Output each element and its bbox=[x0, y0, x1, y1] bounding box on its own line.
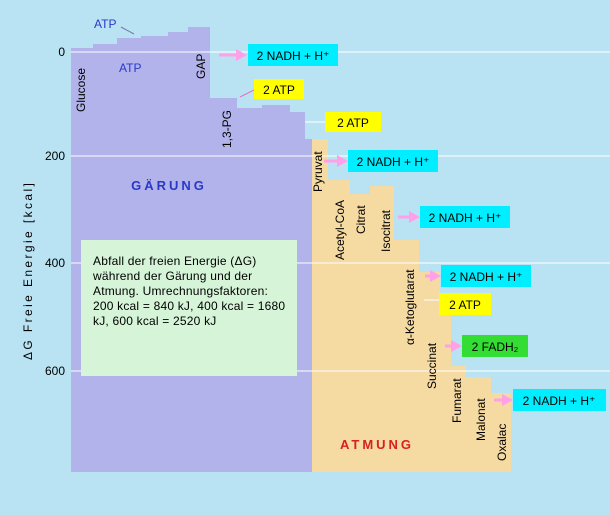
axis-label: ΔG Freie Energie [kcal] bbox=[21, 181, 35, 360]
arrow-9 bbox=[494, 394, 513, 406]
product-atp-1: 2 ATP bbox=[254, 79, 304, 99]
label-citrat: Citrat bbox=[354, 205, 368, 234]
arrow-4 bbox=[324, 155, 348, 167]
svg-text:2 NADH + H⁺: 2 NADH + H⁺ bbox=[450, 270, 523, 284]
arrow-5 bbox=[398, 211, 420, 223]
label-ketoglutarat: α-Ketoglutarat bbox=[403, 269, 417, 345]
svg-text:2 NADH + H⁺: 2 NADH + H⁺ bbox=[523, 394, 596, 408]
product-nadh-3: 2 NADH + H⁺ bbox=[420, 206, 510, 228]
tick-label-400: 400 bbox=[45, 256, 65, 270]
arrow-8 bbox=[445, 340, 462, 352]
label-acetyl-coa: Acetyl-CoA bbox=[333, 200, 347, 260]
label-pyruvat: Pyruvat bbox=[311, 151, 325, 192]
tick-label-600: 600 bbox=[45, 364, 65, 378]
product-fadh: 2 FADH₂ bbox=[462, 335, 528, 357]
label-fumarat: Fumarat bbox=[450, 378, 464, 423]
svg-text:2 NADH + H⁺: 2 NADH + H⁺ bbox=[357, 155, 430, 169]
label-isocitrat: Isocitrat bbox=[379, 209, 393, 252]
label-pg: 1,3-PG bbox=[220, 110, 234, 148]
product-nadh-2: 2 NADH + H⁺ bbox=[348, 150, 438, 172]
product-nadh-1: 2 NADH + H⁺ bbox=[248, 44, 338, 66]
arrow-6 bbox=[425, 270, 441, 282]
tick-label-200: 200 bbox=[45, 149, 65, 163]
respiration-region bbox=[312, 139, 511, 472]
atp-label-mid: ATP bbox=[119, 61, 141, 75]
label-oxalac: Oxalac bbox=[495, 424, 509, 461]
respiration-title: ATMUNG bbox=[340, 437, 414, 452]
product-nadh-4: 2 NADH + H⁺ bbox=[441, 265, 531, 287]
fermentation-title: GÄRUNG bbox=[131, 178, 207, 193]
atp-label-left: ATP bbox=[94, 17, 116, 31]
arrow-1 bbox=[219, 49, 247, 61]
label-succinat: Succinat bbox=[425, 342, 439, 389]
svg-text:2 NADH + H⁺: 2 NADH + H⁺ bbox=[257, 49, 330, 63]
svg-text:2 ATP: 2 ATP bbox=[337, 116, 369, 130]
svg-text:2 ATP: 2 ATP bbox=[263, 83, 295, 97]
pointer-atp-1 bbox=[239, 89, 255, 98]
label-gap: GAP bbox=[194, 54, 208, 79]
caption-box: Abfall der freien Energie (ΔG) während d… bbox=[81, 240, 297, 376]
label-malonat: Malonat bbox=[474, 398, 488, 441]
svg-text:2 FADH₂: 2 FADH₂ bbox=[472, 340, 519, 354]
svg-text:2 NADH + H⁺: 2 NADH + H⁺ bbox=[429, 211, 502, 225]
product-nadh-5: 2 NADH + H⁺ bbox=[513, 389, 606, 411]
product-atp-3: 2 ATP bbox=[439, 293, 491, 315]
svg-text:2 ATP: 2 ATP bbox=[449, 298, 481, 312]
atp-pointer-line bbox=[120, 26, 135, 35]
product-atp-2: 2 ATP bbox=[325, 112, 381, 132]
tick-label-0: 0 bbox=[58, 45, 65, 59]
label-glucose: Glucose bbox=[74, 68, 88, 112]
arrows bbox=[219, 49, 513, 406]
